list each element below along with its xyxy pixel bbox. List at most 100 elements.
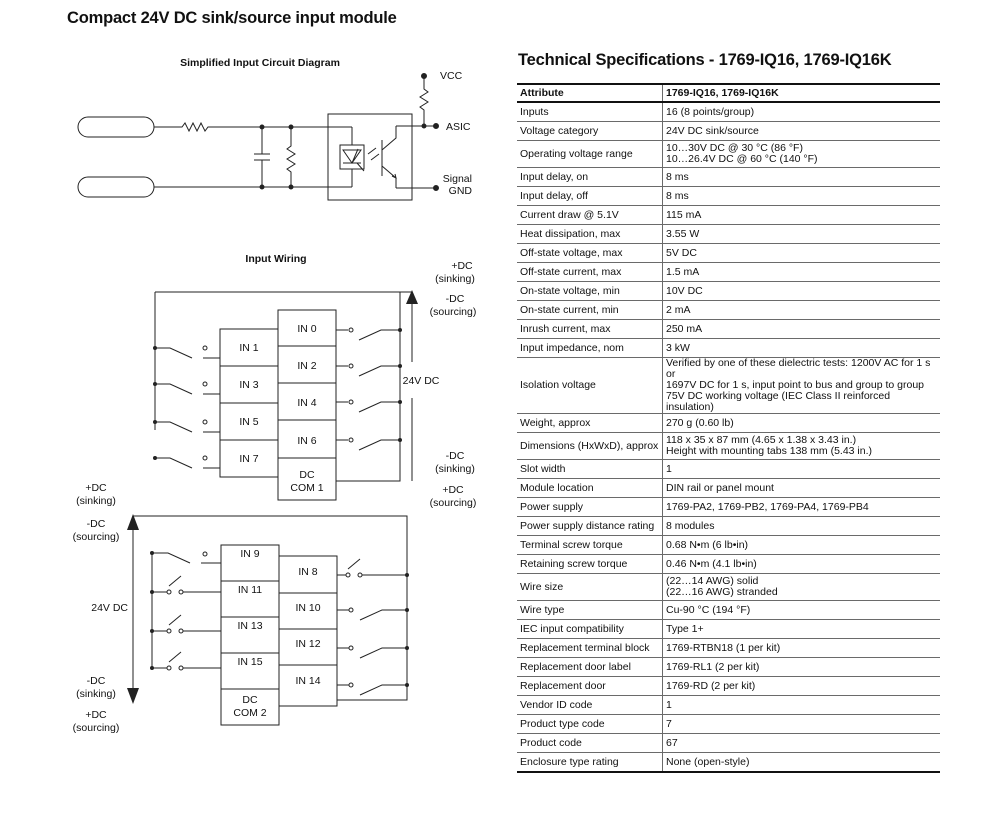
- terminal-in-6: IN 6: [297, 435, 316, 447]
- spec-attribute: Input delay, off: [517, 186, 663, 206]
- spec-header-attribute: Attribute: [517, 83, 663, 103]
- spec-value-line: None (open-style): [666, 755, 750, 768]
- upper-voltage-label: 24V DC: [403, 375, 440, 387]
- terminal-dc-com-2: DC: [242, 694, 258, 706]
- terminal-in-4: IN 4: [297, 397, 316, 409]
- series-resistor: [154, 121, 328, 133]
- spec-value: 8 ms: [662, 167, 940, 187]
- terminal-in-1: IN 1: [239, 342, 258, 354]
- spec-attribute: Power supply distance rating: [517, 516, 663, 536]
- spec-attribute: Terminal screw torque: [517, 535, 663, 555]
- spec-value: 1: [662, 459, 940, 479]
- spec-attribute: Off-state voltage, max: [517, 243, 663, 263]
- terminal-in-7: IN 7: [239, 453, 258, 465]
- spec-value-line: 115 mA: [666, 208, 702, 221]
- spec-value-line: 8 ms: [666, 170, 689, 183]
- gnd-label: GND: [449, 185, 473, 197]
- spec-value-line: 118 x 35 x 87 mm (4.65 x 1.38 x 3.43 in.…: [666, 434, 857, 446]
- spec-value-line: 1769-RTBN18 (1 per kit): [666, 641, 781, 654]
- spec-value-line: Type 1+: [666, 622, 704, 635]
- spec-value: 10…30V DC @ 30 °C (86 °F)10…26.4V DC @ 6…: [662, 140, 940, 168]
- lower-voltage-label: 24V DC: [91, 602, 128, 614]
- lower-plus-dc-sourcing-sub: (sourcing): [73, 722, 120, 734]
- signal-label: Signal: [443, 173, 472, 185]
- wiring-title: Input Wiring: [245, 253, 306, 265]
- spec-value: DIN rail or panel mount: [662, 478, 940, 498]
- spec-value: 118 x 35 x 87 mm (4.65 x 1.38 x 3.43 in.…: [662, 432, 940, 460]
- spec-value-line: DIN rail or panel mount: [666, 481, 774, 494]
- spec-value: 10V DC: [662, 281, 940, 301]
- lower-plus-dc-sinking: +DC: [85, 482, 107, 494]
- optocoupler: [327, 113, 413, 201]
- vcc-label: VCC: [440, 70, 463, 82]
- lower-plus-dc-sourcing: +DC: [85, 709, 107, 721]
- upper-minus-dc-sourcing: -DC: [446, 293, 465, 305]
- terminal-in-5: IN 5: [239, 416, 258, 428]
- spec-value: Cu-90 °C (194 °F): [662, 600, 940, 620]
- spec-value-line: 2 mA: [666, 303, 691, 316]
- spec-attribute: Vendor ID code: [517, 695, 663, 715]
- spec-value: 0.46 N•m (4.1 lb•in): [662, 554, 940, 574]
- terminal-dc-com-1-sub: COM 1: [290, 482, 323, 494]
- spec-value-line: 8 modules: [666, 519, 715, 532]
- spec-table-header: Attribute 1769-IQ16, 1769-IQ16K: [517, 83, 940, 103]
- spec-attribute: Slot width: [517, 459, 663, 479]
- page-title: Compact 24V DC sink/source input module: [67, 9, 397, 27]
- spec-value-line: 24V DC sink/source: [666, 124, 759, 137]
- spec-value-line: 16 (8 points/group): [666, 105, 755, 118]
- terminal-dc-com-1: DC: [299, 469, 315, 481]
- spec-value-line: Cu-90 °C (194 °F): [666, 603, 751, 616]
- spec-header-model: 1769-IQ16, 1769-IQ16K: [662, 83, 940, 103]
- spec-value-line: 10V DC: [666, 284, 703, 297]
- spec-attribute: Operating voltage range: [517, 140, 663, 168]
- spec-value-line: (22…16 AWG) stranded: [666, 586, 778, 598]
- spec-attribute: Wire type: [517, 600, 663, 620]
- input-terminal-bottom: [77, 176, 155, 198]
- spec-value: 8 modules: [662, 516, 940, 536]
- spec-value-line: 1.5 mA: [666, 265, 700, 278]
- terminal-in-8: IN 8: [298, 566, 317, 578]
- spec-value: 270 g (0.60 lb): [662, 413, 940, 433]
- terminal-dc-com-2-sub: COM 2: [233, 707, 266, 719]
- wiring-diagrams: Simplified Input Circuit Diagram VCC ASI…: [73, 57, 477, 734]
- spec-title: Technical Specifications - 1769-IQ16, 17…: [518, 51, 892, 69]
- spec-attribute: Weight, approx: [517, 413, 663, 433]
- spec-value: 8 ms: [662, 186, 940, 206]
- spec-attribute: Voltage category: [517, 121, 663, 141]
- lower-plus-dc-sinking-sub: (sinking): [76, 495, 116, 507]
- spec-value: (22…14 AWG) solid(22…16 AWG) stranded: [662, 573, 940, 601]
- terminal-in-11: IN 11: [238, 584, 262, 596]
- spec-attribute: Inputs: [517, 101, 663, 122]
- spec-value-line: 1769-RL1 (2 per kit): [666, 660, 760, 673]
- spec-attribute: On-state voltage, min: [517, 281, 663, 301]
- upper-plus-dc-sourcing: +DC: [442, 484, 464, 496]
- spec-value-line: 3 kW: [666, 341, 690, 354]
- terminal-in-2: IN 2: [297, 360, 316, 372]
- spec-value-line: 10…26.4V DC @ 60 °C (140 °F): [666, 153, 818, 165]
- table-row: Wire size(22…14 AWG) solid(22…16 AWG) st…: [517, 573, 940, 601]
- spec-value-line: Height with mounting tabs 138 mm (5.43 i…: [666, 445, 873, 457]
- spec-value-line: 3.55 W: [666, 227, 700, 240]
- spec-value-line: 75V DC working voltage (IEC Class II rei…: [666, 390, 891, 413]
- spec-value: 24V DC sink/source: [662, 121, 940, 141]
- spec-value-line: 270 g (0.60 lb): [666, 416, 734, 429]
- terminal-in-3: IN 3: [239, 379, 258, 391]
